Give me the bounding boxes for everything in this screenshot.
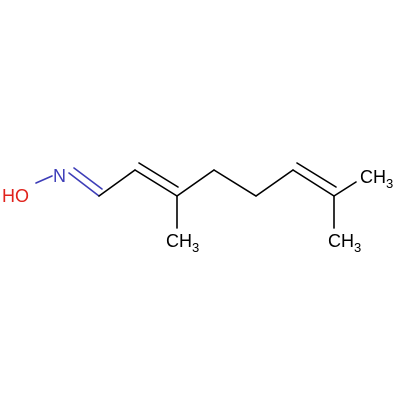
methyl-c3-sub: 3: [192, 240, 199, 255]
methyl-c7a-ch: CH: [360, 167, 386, 187]
bond-c6-c7-a: [292, 169, 335, 197]
bond-c2-c3-b: [138, 162, 179, 188]
bond-c1-c2: [98, 169, 136, 197]
methyl-c7b-sub: 3: [354, 240, 361, 255]
methyl-c7a-sub: 3: [386, 176, 393, 191]
atom-oxygen: O: [15, 186, 29, 206]
bond-c5-c6: [255, 169, 294, 197]
bond-o-n: [35, 175, 53, 184]
atom-nitrogen: N: [53, 166, 66, 186]
methyl-c3-label: CH3: [166, 231, 199, 255]
methyl-c7a-label: CH3: [360, 167, 393, 191]
methyl-c7b-ch: CH: [328, 231, 354, 251]
atom-hydrogen: H: [2, 186, 15, 206]
bond-c4-c5: [213, 169, 257, 197]
bond-c7-methyl-upper: [333, 181, 357, 197]
bond-n-c1-a: [68, 172, 100, 197]
bond-c6-c7-b: [296, 162, 337, 188]
bond-c3-c4: [176, 169, 215, 197]
methyl-c7b-label: CH3: [328, 231, 361, 255]
bond-c2-c3-a: [134, 169, 178, 197]
methyl-c3-ch: CH: [166, 231, 192, 251]
bond-n-c1-b: [73, 167, 103, 190]
